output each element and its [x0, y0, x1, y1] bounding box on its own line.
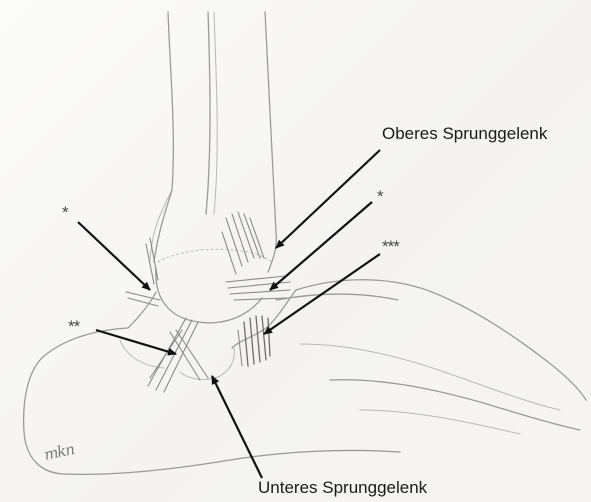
- arrow-double: [96, 330, 176, 354]
- right-single-mark: *: [377, 188, 383, 206]
- arrow-triple: [264, 254, 380, 334]
- annotation-arrows: [78, 150, 380, 478]
- triple-mark: ***: [382, 238, 399, 256]
- arrow-right-single: [270, 202, 372, 290]
- arrow-upper-joint: [276, 150, 380, 248]
- left-single-mark: *: [62, 204, 68, 222]
- lower-leg-bones: [150, 12, 276, 272]
- talus: [156, 249, 272, 323]
- arrow-lower-joint: [212, 376, 262, 478]
- arrow-left-single: [78, 222, 150, 290]
- foot-outline: [24, 280, 586, 475]
- double-mark: **: [68, 318, 79, 336]
- upper-joint-label: Oberes Sprunggelenk: [382, 124, 547, 144]
- lower-joint-label: Unteres Sprunggelenk: [258, 478, 427, 498]
